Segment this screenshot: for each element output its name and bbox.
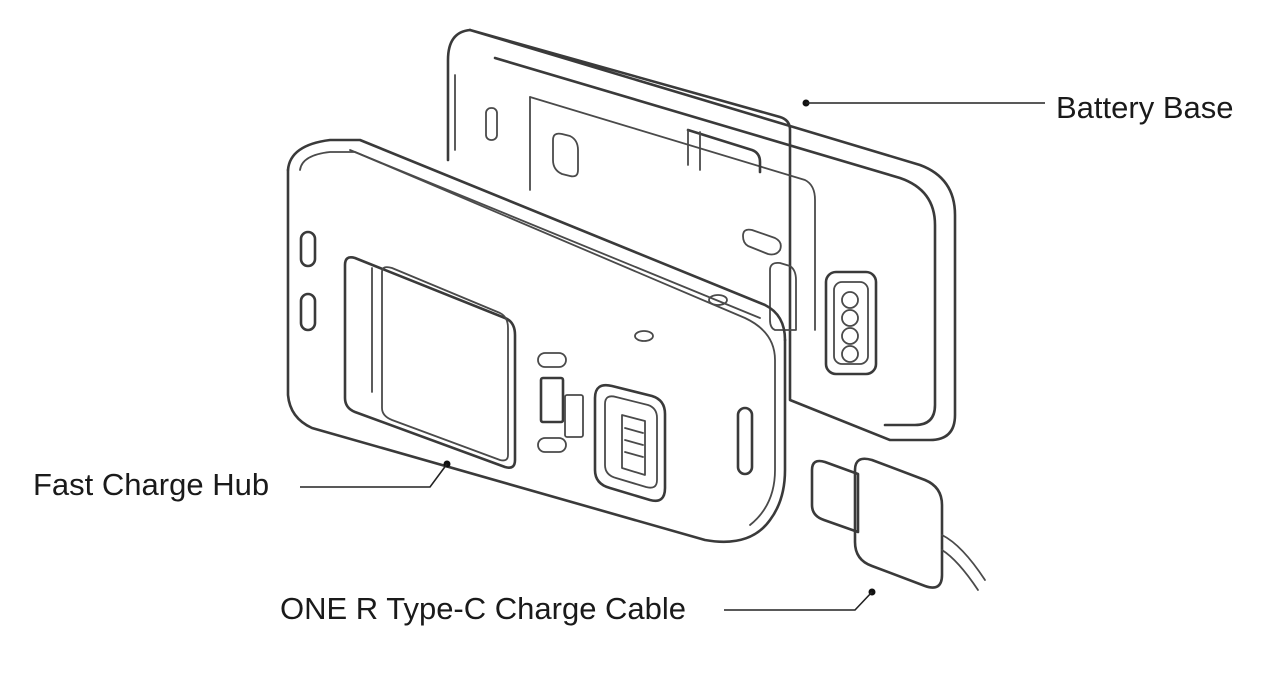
leader-fast-charge-hub [300, 460, 451, 488]
label-fast-charge-hub: Fast Charge Hub [33, 467, 270, 502]
leader-charge-cable [724, 588, 876, 611]
label-battery-base: Battery Base [1056, 90, 1234, 125]
battery-base-drawing [446, 28, 957, 442]
leader-battery-base [802, 99, 1045, 107]
label-charge-cable: ONE R Type-C Charge Cable [280, 591, 687, 626]
fast-charge-hub-drawing [286, 138, 787, 544]
charge-cable-drawing [810, 457, 986, 591]
